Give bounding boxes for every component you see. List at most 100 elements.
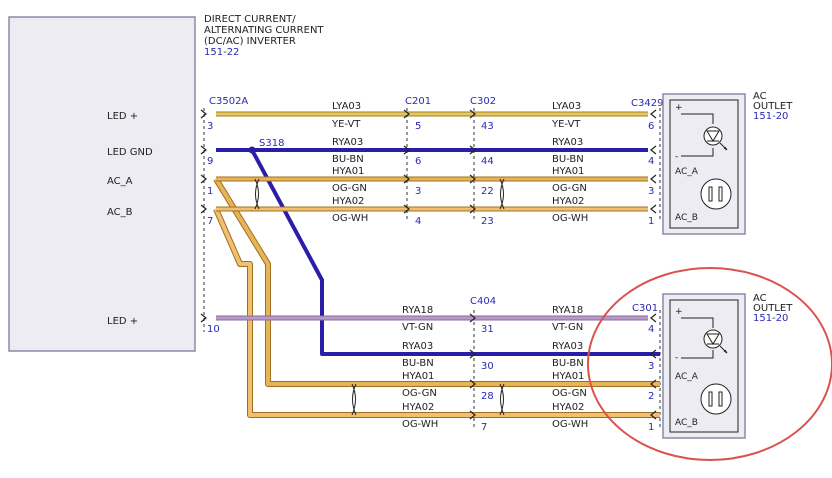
pin-number: 44 bbox=[481, 156, 494, 167]
pin-number: 22 bbox=[481, 186, 494, 197]
connector-c3502a-label: C3502A bbox=[209, 96, 248, 107]
outlet-minus-label: - bbox=[675, 353, 678, 363]
twist-markers bbox=[254, 178, 505, 416]
pin-numbers: 3 9 1 7 10 5 6 3 4 43 44 22 23 6 4 3 1 3… bbox=[207, 121, 654, 433]
outlet-inner-box bbox=[669, 299, 739, 433]
connector-c3429-label: C3429 bbox=[631, 98, 663, 109]
outlet-plus-label: + bbox=[675, 103, 683, 113]
wire-label-circuit: HYA01 bbox=[332, 166, 364, 177]
inverter-ref: 151-22 bbox=[204, 47, 239, 58]
arrow bbox=[200, 204, 207, 214]
inverter-pin-ac-a: AC_A bbox=[107, 176, 133, 187]
pin-number: 6 bbox=[415, 156, 421, 167]
wire-label-circuit: HYA02 bbox=[332, 196, 364, 207]
outlet-ref: 151-20 bbox=[753, 313, 788, 324]
pin-number: 2 bbox=[648, 391, 654, 402]
outlet-ac-b-label: AC_B bbox=[675, 418, 698, 428]
bottom-wire-labels: RYA18 VT-GN RYA18 VT-GN RYA03 BU-BN RYA0… bbox=[402, 305, 588, 430]
branch-hya02-wire bbox=[214, 208, 660, 417]
wire-label-circuit: LYA03 bbox=[552, 101, 581, 112]
outlet-title-line2: OUTLET bbox=[753, 101, 793, 112]
branch-hya01-wire bbox=[214, 177, 660, 386]
arrow bbox=[403, 174, 476, 184]
wire-label-color: OG-WH bbox=[552, 213, 588, 224]
inverter-box bbox=[8, 16, 196, 352]
wire-label-color: OG-GN bbox=[332, 183, 367, 194]
pin-number: 1 bbox=[648, 422, 654, 433]
outlet-socket-icon bbox=[700, 383, 732, 415]
pin-number: 31 bbox=[481, 324, 494, 335]
connector-c301-label: C301 bbox=[632, 303, 658, 314]
outlet-ref: 151-20 bbox=[753, 111, 788, 122]
wire-label-circuit: RYA18 bbox=[402, 305, 433, 316]
outlet-title-line1: AC bbox=[753, 91, 767, 102]
inverter-title-line1: DIRECT CURRENT/ bbox=[204, 14, 296, 25]
outlet-title-line1: AC bbox=[753, 293, 767, 304]
twist-marker-1 bbox=[254, 178, 260, 210]
wire-label-circuit: HYA02 bbox=[552, 402, 584, 413]
pin-number: 10 bbox=[207, 324, 220, 335]
wire-label-color: YE-VT bbox=[551, 119, 581, 130]
wire-label-color: OG-GN bbox=[552, 183, 587, 194]
pin-number: 3 bbox=[415, 186, 421, 197]
connector-c404-label: C404 bbox=[470, 296, 496, 307]
inverter-module: DIRECT CURRENT/ ALTERNATING CURRENT (DC/… bbox=[8, 14, 324, 352]
arrow bbox=[403, 204, 476, 214]
pin-number: 3 bbox=[207, 121, 213, 132]
pin-number: 5 bbox=[415, 121, 421, 132]
wire-label-color: VT-GN bbox=[552, 322, 583, 333]
wire-label-color: BU-BN bbox=[332, 154, 364, 165]
wire-label-color: BU-BN bbox=[402, 358, 434, 369]
branch-wires bbox=[213, 149, 660, 418]
arrow bbox=[200, 109, 207, 119]
arrow bbox=[200, 174, 207, 184]
connector-lines bbox=[203, 108, 661, 428]
wire-label-circuit: RYA18 bbox=[552, 305, 583, 316]
pin-number: 4 bbox=[648, 156, 654, 167]
pin-number: 3 bbox=[648, 186, 654, 197]
inverter-pin-led-gnd: LED GND bbox=[107, 147, 153, 158]
splice-s318-dot bbox=[248, 146, 256, 154]
wire-label-circuit: RYA03 bbox=[552, 341, 583, 352]
connector-c201-label: C201 bbox=[405, 96, 431, 107]
arrow bbox=[200, 313, 207, 323]
inverter-pin-led-plus-2: LED + bbox=[107, 316, 138, 327]
inverter-pin-led-plus: LED + bbox=[107, 111, 138, 122]
outlet-title-line2: OUTLET bbox=[753, 303, 793, 314]
pin-number: 4 bbox=[648, 324, 654, 335]
inverter-pin-ac-b: AC_B bbox=[107, 207, 133, 218]
led-wiring bbox=[681, 113, 714, 157]
pin-number: 9 bbox=[207, 156, 213, 167]
connector-c302-label: C302 bbox=[470, 96, 496, 107]
wire-label-circuit: HYA01 bbox=[402, 371, 434, 382]
pin-number: 43 bbox=[481, 121, 494, 132]
twist-marker-4 bbox=[499, 383, 505, 416]
outlet-minus-label: - bbox=[675, 152, 678, 162]
pin-number: 1 bbox=[207, 186, 213, 197]
wire-label-color: OG-GN bbox=[402, 388, 437, 399]
pin-number: 7 bbox=[481, 422, 487, 433]
ac-outlet-top: + - AC_A AC_B AC OUTLET 151-20 bbox=[662, 91, 793, 235]
led-icon bbox=[703, 329, 728, 354]
splice-s318-label: S318 bbox=[259, 138, 284, 149]
wire-label-circuit: HYA02 bbox=[552, 196, 584, 207]
arrow bbox=[403, 145, 476, 155]
highlight-ellipse bbox=[587, 267, 832, 461]
wire-label-circuit: HYA02 bbox=[402, 402, 434, 413]
outlet-ac-a-label: AC_A bbox=[675, 167, 699, 177]
pin-number: 7 bbox=[207, 216, 213, 227]
led-wiring bbox=[681, 317, 714, 359]
wire-label-circuit: RYA03 bbox=[402, 341, 433, 352]
wire-label-color: OG-GN bbox=[552, 388, 587, 399]
wire-label-circuit: RYA03 bbox=[332, 137, 363, 148]
twist-marker-2 bbox=[499, 178, 505, 210]
pin-number: 30 bbox=[481, 361, 494, 372]
wire-label-color: BU-BN bbox=[552, 154, 584, 165]
wire-label-color: BU-BN bbox=[552, 358, 584, 369]
wire-label-circuit: HYA01 bbox=[552, 166, 584, 177]
twist-marker-3 bbox=[351, 383, 357, 416]
pin-number: 4 bbox=[415, 216, 421, 227]
wire-label-color: OG-WH bbox=[332, 213, 368, 224]
outlet-socket-icon bbox=[700, 178, 732, 210]
wire-label-color: VT-GN bbox=[402, 322, 433, 333]
